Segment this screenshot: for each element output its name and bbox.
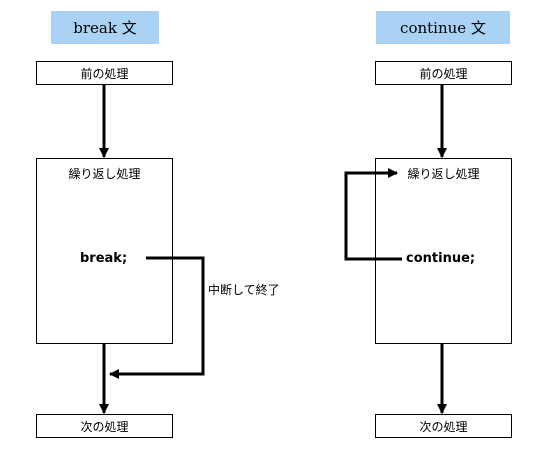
continue-statement: continue;	[406, 251, 476, 266]
continue-before-step: 前の処理	[375, 61, 512, 85]
continue-title-text: continue 文	[400, 19, 486, 37]
break-before-step: 前の処理	[36, 61, 173, 85]
break-before-label: 前の処理	[80, 66, 129, 81]
break-title: break 文	[51, 11, 159, 44]
break-after-label: 次の処理	[80, 419, 129, 434]
continue-before-label: 前の処理	[419, 66, 468, 81]
continue-title: continue 文	[376, 11, 510, 44]
continue-loop-block: 繰り返し処理	[375, 158, 512, 344]
continue-loopback-arrow	[344, 168, 402, 261]
break-title-text: break 文	[73, 19, 137, 37]
continue-after-label: 次の処理	[419, 419, 468, 434]
break-loop-block: 繰り返し処理	[36, 158, 173, 344]
break-statement: break;	[80, 251, 128, 266]
continue-after-step: 次の処理	[375, 414, 512, 438]
break-loop-label: 繰り返し処理	[68, 167, 141, 181]
continue-loop-label: 繰り返し処理	[407, 167, 480, 181]
break-jump-arrow	[109, 256, 205, 379]
break-annotation: 中断して終了	[208, 283, 280, 297]
break-after-step: 次の処理	[36, 414, 173, 438]
